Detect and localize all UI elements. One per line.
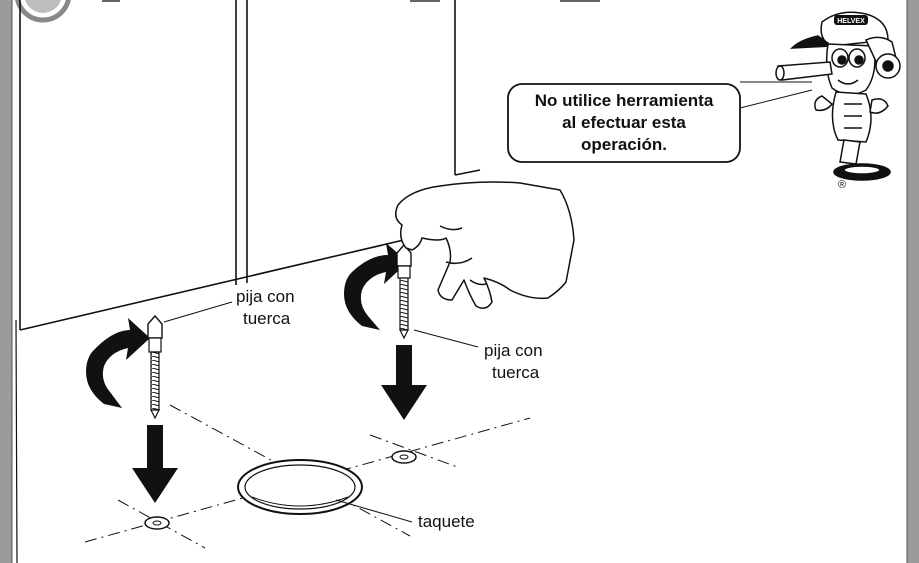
left-washer xyxy=(144,516,170,530)
right-down-arrow-icon xyxy=(381,345,427,420)
left-rotation-arrow-icon xyxy=(86,318,150,408)
right-washer xyxy=(391,450,417,464)
speech-bubble-line3: operación. xyxy=(581,135,667,154)
hand-illustration xyxy=(395,181,575,309)
speech-bubble: No utilice herramienta al efectuar esta … xyxy=(507,83,741,163)
right-rotation-arrow-icon xyxy=(344,243,408,330)
left-screw-label-line2: tuerca xyxy=(243,309,291,328)
speech-bubble-line2: al efectuar esta xyxy=(562,113,686,132)
right-screw-label-line1: pija con xyxy=(484,341,543,360)
left-down-arrow-icon xyxy=(132,425,178,503)
plumber-mascot-illustration: HELVEX ® xyxy=(775,11,901,191)
anchor-label: taquete xyxy=(418,512,475,531)
label-leader-lines xyxy=(163,81,813,523)
registered-mark: ® xyxy=(838,179,846,191)
left-screw xyxy=(147,314,163,420)
right-screw xyxy=(396,243,412,340)
cabinet-outline xyxy=(15,0,481,563)
anchor-hole xyxy=(237,459,363,515)
speech-bubble-line1: No utilice herramienta xyxy=(535,91,714,110)
left-screw-label-line1: pija con xyxy=(236,287,295,306)
mascot-cap-text: HELVEX xyxy=(837,18,865,25)
step-number-badge xyxy=(15,0,71,23)
right-screw-label-line2: tuerca xyxy=(492,363,540,382)
